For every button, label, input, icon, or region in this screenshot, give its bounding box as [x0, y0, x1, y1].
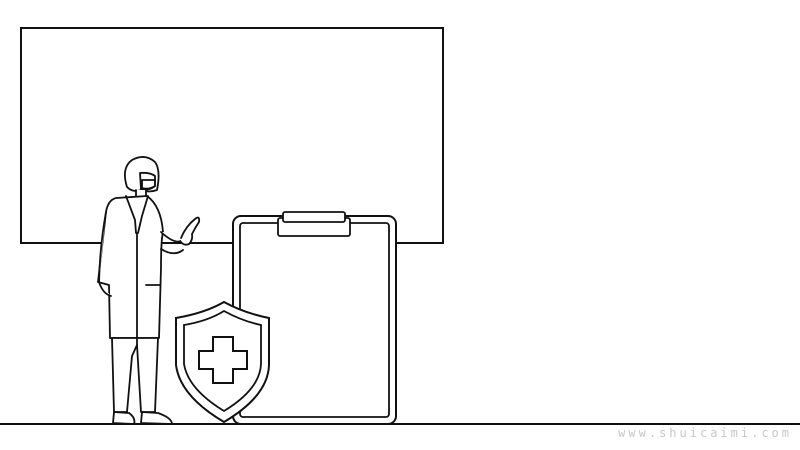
- doctor-lapel-left: [125, 195, 137, 234]
- doctor-mask: [141, 179, 156, 190]
- doctor-legs: [111, 337, 159, 413]
- doctor-lapel-right: [137, 195, 149, 234]
- doctor-left-shoe: [112, 411, 136, 425]
- watermark-text: www.shuicaimi.com: [618, 426, 792, 440]
- shield-medical-cross-icon: [175, 300, 270, 424]
- doctor-right-sleeve: [160, 248, 184, 255]
- doctor-hand: [180, 216, 201, 246]
- doctor-coat: [97, 195, 164, 339]
- doctor-left-cuff: [98, 281, 112, 297]
- doctor-left-arm: [98, 211, 107, 283]
- doctor-right-shoe: [140, 411, 173, 425]
- presentation-board: [20, 27, 444, 244]
- doctor-figure: [97, 156, 201, 425]
- clipboard-icon: [232, 211, 397, 425]
